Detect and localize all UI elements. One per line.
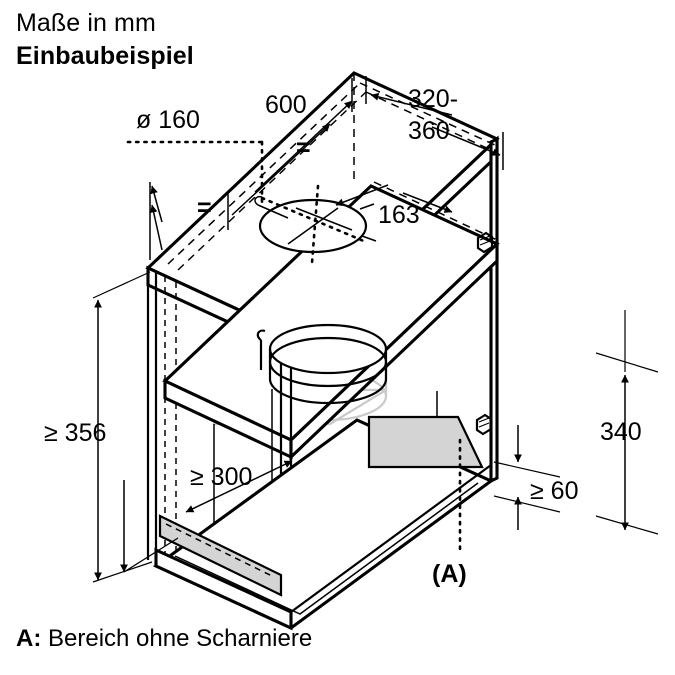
dim-total-height: ≥ 356 [44, 271, 153, 583]
dim-niche-height: ≥ 300 [185, 460, 293, 513]
equal-sign-lower: = [197, 194, 212, 222]
legend-text: Bereich ohne Scharniere [48, 625, 313, 652]
equal-sign-upper: = [296, 134, 311, 162]
dim-label-duct-diameter: ø 160 [136, 106, 200, 134]
dim-bottom-gap: ≥ 60 [493, 425, 578, 530]
units-note: Maße in mm [16, 9, 156, 37]
page-title: Einbaubeispiel [16, 42, 194, 70]
dim-side-height: 340 [595, 310, 659, 535]
dim-cutout-offset: 163 [335, 184, 453, 229]
dim-label-cabinet-width: 600 [265, 91, 307, 119]
dim-cabinet-width: 600 = = [149, 78, 353, 260]
exhaust-duct [256, 323, 388, 405]
dim-label-total-height: ≥ 356 [44, 419, 106, 447]
legend-caption: A: Bereich ohne Scharniere [16, 625, 312, 653]
dim-label-cabinet-depth-from: 320-360 [408, 85, 458, 145]
dim-label-niche-height: ≥ 300 [190, 463, 252, 491]
dim-label-bottom-gap: ≥ 60 [530, 477, 578, 505]
hidden-construction-lines [167, 73, 498, 271]
legend-key: A: [16, 625, 42, 652]
shaded-area-a [158, 415, 484, 597]
dim-cabinet-depth: 320-360 [365, 76, 504, 170]
dim-duct-diameter: ø 160 [126, 106, 264, 205]
marker-a-leader: (A) [432, 438, 467, 588]
hinge-icon-lower [475, 413, 493, 436]
bottom-left-leader [120, 480, 179, 573]
dim-label-side-height: 340 [600, 418, 642, 446]
dim-label-cutout-offset: 163 [378, 201, 420, 229]
marker-a-label: (A) [432, 560, 467, 588]
top-cutout-circle [254, 184, 377, 265]
